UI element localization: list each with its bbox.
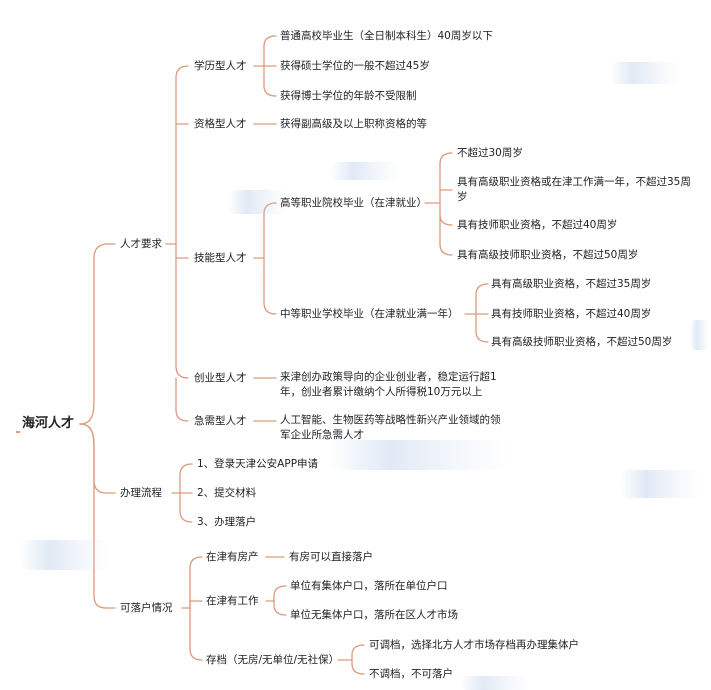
node-house: 在津有房产 — [206, 551, 259, 563]
leaf-urgent: 人工智能、生物医药等战略性新兴产业领域的领军企业所急需人才 — [280, 414, 501, 441]
leaf-higher-vocational: 具有高级技师职业资格，不超过50周岁 — [457, 249, 639, 261]
node-secondary-vocational: 中等职业学校毕业（在津就业满一年） — [280, 308, 459, 320]
leaf-higher-vocational: 具有高级职业资格或在津工作满一年，不超过35周岁 — [457, 176, 691, 203]
node-archive: 存档（无房/无单位/无社保） — [206, 654, 340, 666]
blur-artifact — [620, 470, 700, 498]
blur-artifact — [228, 190, 288, 214]
node-job: 在津有工作 — [206, 595, 259, 607]
blur-artifact — [690, 320, 710, 350]
leaf-archive: 可调档，选择北方人才市场存档再办理集体户 — [369, 639, 579, 651]
node-academic-talent: 学历型人才 — [194, 60, 247, 72]
leaf-academic: 获得硕士学位的一般不超过45岁 — [280, 60, 430, 72]
blur-artifact — [460, 676, 530, 690]
leaf-archive: 不调档，不可落户 — [369, 668, 453, 680]
leaf-secondary-vocational: 具有高级技师职业资格，不超过50周岁 — [491, 336, 673, 348]
leaf-academic: 普通高校毕业生（全日制本科生）40周岁以下 — [280, 30, 493, 42]
blur-artifact — [330, 162, 400, 180]
root-accent — [16, 431, 20, 433]
blur-artifact — [330, 440, 510, 470]
leaf-higher-vocational: 具有技师职业资格，不超过40周岁 — [457, 219, 618, 231]
branch-settle: 可落户情况 — [120, 602, 173, 614]
branch-talent-requirements: 人才要求 — [120, 238, 162, 250]
root-node: 海河人才 — [22, 416, 75, 431]
leaf-secondary-vocational: 具有高级职业资格，不超过35周岁 — [491, 278, 652, 290]
leaf-house: 有房可以直接落户 — [289, 551, 373, 563]
leaf-job: 单位无集体户口，落所在区人才市场 — [290, 609, 458, 621]
leaf-higher-vocational: 不超过30周岁 — [457, 147, 523, 159]
branch-process: 办理流程 — [120, 487, 162, 499]
leaf-academic: 获得博士学位的年龄不受限制 — [280, 90, 417, 102]
blur-artifact — [20, 540, 110, 570]
leaf-job: 单位有集体户口，落所在单位户口 — [290, 580, 448, 592]
leaf-entrepreneur: 来津创办政策导向的企业创业者，稳定运行超1年，创业者累计缴纳个人所得税10万元以… — [280, 371, 497, 398]
node-higher-vocational: 高等职业院校毕业（在津就业） — [280, 197, 427, 209]
process-step: 3、办理落户 — [197, 516, 257, 528]
process-step: 2、提交材料 — [197, 487, 257, 499]
leaf-qualification: 获得副高级及以上职称资格的等 — [280, 118, 427, 130]
blur-artifact — [610, 62, 680, 84]
leaf-secondary-vocational: 具有技师职业资格，不超过40周岁 — [491, 308, 652, 320]
node-entrepreneur-talent: 创业型人才 — [194, 372, 247, 384]
node-urgent-talent: 急需型人才 — [194, 415, 247, 427]
process-step: 1、登录天津公安APP申请 — [197, 458, 319, 470]
node-skill-talent: 技能型人才 — [194, 252, 247, 264]
node-qualification-talent: 资格型人才 — [194, 118, 247, 130]
